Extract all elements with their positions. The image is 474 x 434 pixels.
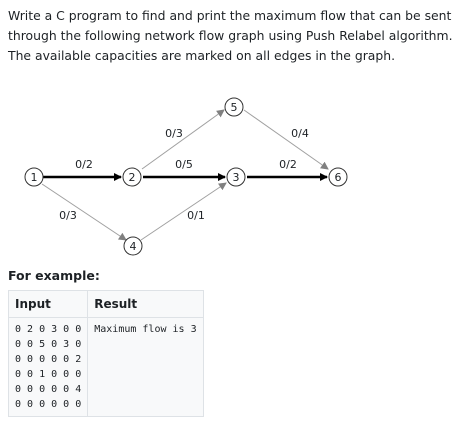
example-table: Input Result 0 2 0 3 0 0 0 0 5 0 3 0 0 0… — [7, 290, 204, 417]
node-5: 5 — [224, 97, 244, 117]
edge-label-4-3: 0/1 — [187, 209, 205, 222]
edge-2-5 — [141, 109, 225, 170]
node-1: 1 — [24, 167, 44, 187]
edge-label-1-4: 0/3 — [59, 209, 77, 222]
edge-5-6 — [243, 109, 329, 170]
input-line: 0 0 1 0 0 0 — [15, 369, 82, 380]
graph-svg: 0/2 0/3 0/3 0/5 0/1 0/4 0/2 1 2 3 4 5 — [24, 97, 348, 256]
network-flow-graph: 0/2 0/3 0/3 0/5 0/1 0/4 0/2 1 2 3 4 5 — [8, 64, 360, 262]
input-cell: 0 2 0 3 0 0 0 0 5 0 3 0 0 0 0 0 0 2 0 0 … — [7, 317, 89, 417]
node-label-5: 5 — [231, 101, 238, 114]
node-2: 2 — [122, 167, 142, 187]
table-row: 0 2 0 3 0 0 0 0 5 0 3 0 0 0 0 0 0 2 0 0 … — [7, 317, 204, 417]
edge-label-5-6: 0/4 — [291, 127, 309, 140]
node-label-4: 4 — [130, 240, 137, 253]
edge-1-4 — [41, 183, 127, 241]
node-3: 3 — [226, 167, 246, 187]
result-text: Maximum flow is 3 — [94, 324, 197, 335]
edge-label-3-6: 0/2 — [279, 158, 297, 171]
input-line: 0 0 5 0 3 0 — [15, 339, 82, 350]
result-column-header: Result — [87, 290, 204, 318]
edge-label-1-2: 0/2 — [75, 158, 93, 171]
input-column-header: Input — [7, 290, 89, 318]
edge-4-3 — [140, 182, 227, 241]
edge-label-2-3: 0/5 — [175, 158, 193, 171]
input-line: 0 0 0 0 0 4 — [15, 384, 82, 395]
edge-label-2-5: 0/3 — [165, 127, 183, 140]
node-4: 4 — [123, 236, 143, 256]
node-6: 6 — [328, 167, 348, 187]
example-header-row: Input Result — [7, 290, 204, 318]
input-line: 0 0 0 0 0 0 — [15, 399, 82, 410]
question-text: Write a C program to find and print the … — [8, 8, 453, 63]
node-label-1: 1 — [31, 171, 38, 184]
node-label-2: 2 — [129, 171, 136, 184]
example-heading: For example: — [8, 268, 100, 283]
node-label-6: 6 — [335, 171, 342, 184]
result-cell: Maximum flow is 3 — [87, 317, 204, 417]
node-label-3: 3 — [233, 171, 240, 184]
input-line: 0 0 0 0 0 2 — [15, 354, 82, 365]
input-line: 0 2 0 3 0 0 — [15, 324, 82, 335]
